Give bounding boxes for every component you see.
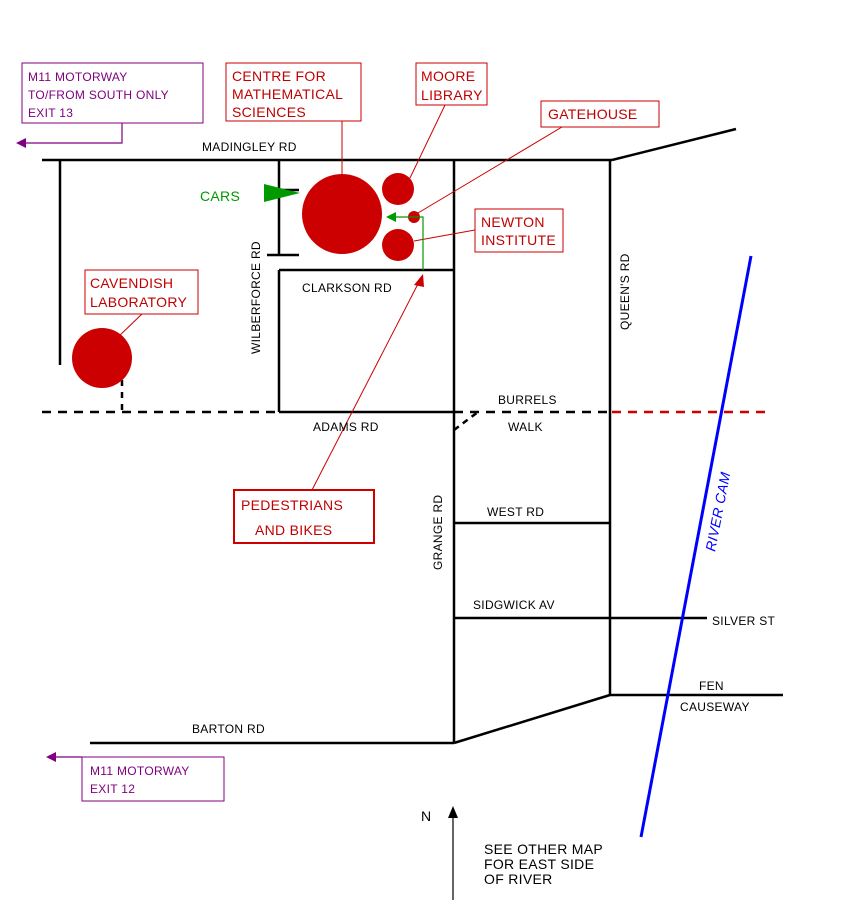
north-arrow-head — [448, 806, 458, 818]
clarkson-road-label: CLARKSON RD — [302, 281, 392, 295]
pedestrians-arrow-head — [414, 274, 424, 287]
cars-arrow — [264, 184, 300, 202]
adams-road-label: ADAMS RD — [313, 420, 379, 434]
m11-south-line1: M11 MOTORWAY — [28, 70, 128, 84]
note-line2: FOR EAST SIDE — [484, 856, 594, 872]
m11-south-line2: TO/FROM SOUTH ONLY — [28, 88, 169, 102]
cavendish-building — [72, 328, 132, 388]
note-line3: OF RIVER — [484, 871, 553, 887]
walk-label: WALK — [508, 420, 543, 434]
wilberforce-road-label: WILBERFORCE RD — [249, 241, 263, 354]
madingley-road-label: MADINGLEY RD — [202, 140, 297, 154]
roads — [42, 127, 783, 745]
gatehouse-pointer — [417, 126, 563, 214]
newton-pointer — [413, 229, 476, 242]
moore-line2: LIBRARY — [421, 87, 483, 103]
m11-exit12-box — [81, 756, 225, 802]
causeway-label: CAUSEWAY — [680, 700, 750, 714]
newton-institute-building — [382, 229, 414, 261]
cavendish-pointer — [117, 313, 143, 338]
queens-road-label: QUEEN'S RD — [618, 253, 632, 330]
m11-south-arrowhead — [16, 138, 26, 148]
newton-box — [474, 208, 564, 253]
fen-label: FEN — [699, 679, 724, 693]
moore-box — [415, 62, 488, 106]
moore-pointer — [409, 104, 446, 179]
cavendish-box — [84, 269, 199, 315]
cars-label: CARS — [200, 188, 240, 204]
cms-line3: SCIENCES — [232, 104, 306, 120]
cms-building — [302, 174, 382, 254]
grange-road-label: GRANGE RD — [431, 495, 445, 570]
pedestrians-pointer — [311, 279, 421, 491]
river-cam — [639, 255, 753, 838]
cars-route-arrowhead — [386, 212, 396, 222]
m11-exit12-line2: EXIT 12 — [90, 782, 135, 796]
barton-queens-link — [453, 693, 611, 745]
silver-street-label: SILVER ST — [712, 614, 776, 628]
note-line1: SEE OTHER MAP — [484, 841, 603, 857]
pedestrians-line2: AND BIKES — [255, 522, 332, 538]
pedestrians-line1: PEDESTRIANS — [241, 497, 343, 513]
pedestrians-box — [233, 489, 375, 544]
north-label: N — [421, 808, 431, 824]
moore-line1: MOORE — [421, 68, 475, 84]
cars-route — [392, 216, 424, 270]
moore-library-building — [382, 173, 414, 205]
cavendish-line2: LABORATORY — [90, 294, 188, 310]
cavendish-line1: CAVENDISH — [90, 275, 173, 291]
m11-south-box — [21, 62, 204, 124]
madingley-road-east — [611, 127, 737, 162]
barton-road-label: BARTON RD — [192, 722, 265, 736]
m11-south-arrow-line — [24, 122, 123, 144]
burrels-walk-diagonal — [453, 411, 479, 431]
cms-line2: MATHEMATICAL — [232, 86, 343, 102]
m11-exit12-line1: M11 MOTORWAY — [90, 764, 190, 778]
gatehouse-box — [540, 100, 660, 128]
m11-exit12-arrowhead — [46, 752, 56, 762]
cms-line1: CENTRE FOR — [232, 68, 326, 84]
m11-south-line3: EXIT 13 — [28, 106, 73, 120]
newton-line2: INSTITUTE — [481, 232, 556, 248]
cms-box — [225, 62, 362, 122]
burrels-label: BURRELS — [498, 393, 557, 407]
newton-line1: NEWTON — [481, 214, 545, 230]
gatehouse-label: GATEHOUSE — [548, 106, 638, 122]
west-road-label: WEST RD — [487, 505, 544, 519]
sidgwick-avenue-label: SIDGWICK AV — [473, 598, 555, 612]
